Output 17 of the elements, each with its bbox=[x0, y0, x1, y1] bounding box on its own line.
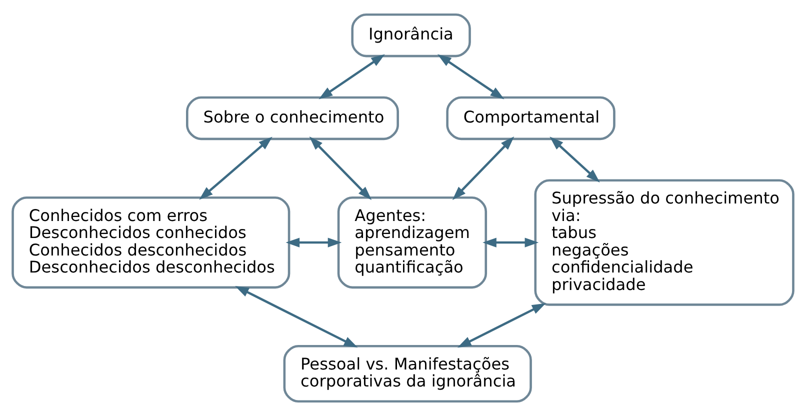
node-box: Pessoal vs. Manifestações corporativas da ignorância bbox=[283, 344, 532, 402]
arrow bbox=[437, 54, 504, 99]
node-box: Comportamental bbox=[446, 96, 616, 140]
arrow bbox=[318, 54, 385, 99]
arrow bbox=[199, 136, 272, 200]
node-box: Supressão do conhecimento via: tabus negações confidencialidade privacidade bbox=[534, 178, 794, 306]
node-box: Sobre o conhecimento bbox=[186, 96, 399, 140]
node-box: Conhecidos com erros Desconhecidos conhecidos Conhecidos desconhecidos Desconhecidos desconhecidos bbox=[12, 196, 290, 288]
arrow bbox=[452, 136, 514, 200]
node-box: Agentes: aprendizagem pensamento quantificação bbox=[337, 196, 488, 288]
node-box: Ignorância bbox=[351, 12, 471, 57]
arrow bbox=[309, 136, 372, 200]
arrow bbox=[235, 285, 358, 348]
arrow bbox=[286, 237, 342, 247]
arrow bbox=[457, 302, 546, 348]
arrow bbox=[482, 237, 539, 247]
arrow bbox=[550, 136, 600, 182]
